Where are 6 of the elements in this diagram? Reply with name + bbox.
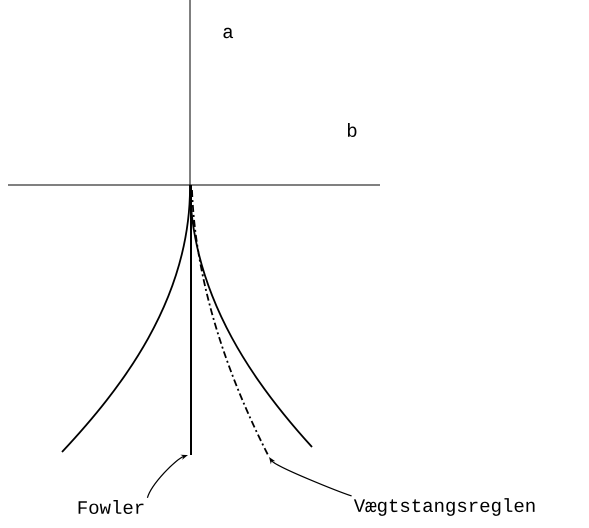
leader-text: Vægtstangsreglen xyxy=(354,498,534,516)
vertical-line xyxy=(190,185,192,455)
axis-label: b xyxy=(348,123,356,137)
leader-text: Fowler xyxy=(78,500,144,514)
dash-dot-curve xyxy=(191,190,269,456)
axis-label: a xyxy=(224,28,234,38)
